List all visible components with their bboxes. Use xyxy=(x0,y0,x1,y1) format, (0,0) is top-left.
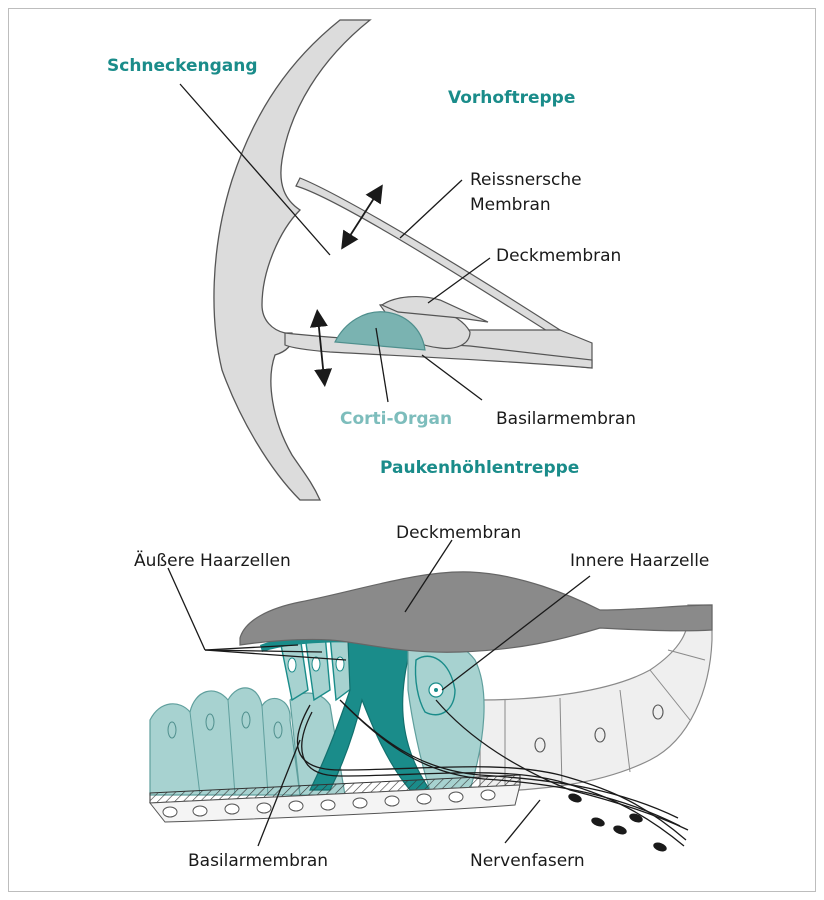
label-vorhoftreppe: Vorhoftreppe xyxy=(448,88,575,108)
label-paukenhoehlentreppe: Paukenhöhlentreppe xyxy=(380,458,579,478)
hensen-cells-shape xyxy=(150,688,300,795)
leader-basilar-top xyxy=(422,355,482,400)
label-schneckengang: Schneckengang xyxy=(107,56,258,76)
cochlea-cross-section: Schneckengang Vorhoftreppe Reissnersche … xyxy=(107,20,636,500)
leader-reissner xyxy=(400,180,462,238)
label-corti-organ: Corti-Organ xyxy=(340,409,452,429)
organ-of-corti-detail: Deckmembran Äußere Haarzellen Innere Haa… xyxy=(134,523,712,871)
label-reissner-line2: Membran xyxy=(470,195,551,215)
label-innere-haarzelle: Innere Haarzelle xyxy=(570,551,709,571)
leader-aeussere-1 xyxy=(168,568,205,650)
leader-nerven xyxy=(505,800,540,843)
label-basilarmembran-top: Basilarmembran xyxy=(496,409,636,429)
label-deckmembran-bottom: Deckmembran xyxy=(396,523,521,543)
label-aeussere-haarzellen: Äußere Haarzellen xyxy=(134,550,291,571)
label-nervenfasern: Nervenfasern xyxy=(470,851,585,871)
label-reissner-line1: Reissnersche xyxy=(470,170,582,190)
label-deckmembran-top: Deckmembran xyxy=(496,246,621,266)
label-basilarmembran-bottom: Basilarmembran xyxy=(188,851,328,871)
